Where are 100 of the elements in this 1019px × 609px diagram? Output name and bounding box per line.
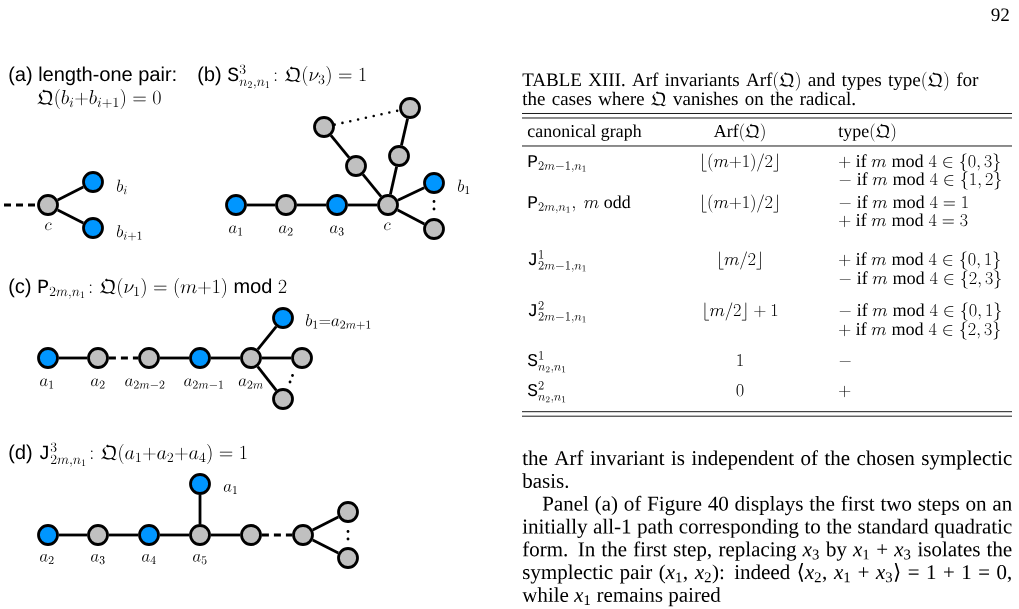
graph-vertex [326, 194, 348, 216]
table-cell: $+\text{ if }m\bmod 4\in\{2,3\}$ [839, 321, 1000, 340]
graph-edge [329, 134, 351, 159]
table-cell: $1$ [737, 354, 743, 366]
graph-edge [58, 533, 88, 537]
graph-edge [296, 203, 327, 207]
body-paragraph: Panel (a) of Figure 40 displays the first two steps on an initially all-1 path corresponding to the standard quadratic form. In the first step, replacing x$_{3}$ by x$_{1}$ + x$_{3}$ isolates the symplectic pair (x$_{1}$, x$_{2}$): indeed ⟨x$_{2}$, x$_{1}$ + x$_{3}$⟩ = 1 + 1 = 0, while x$_{1}$ remains paired [522, 495, 1012, 607]
vertex-label: $a_3$ [330, 225, 344, 236]
table-cell: $\mathtt{P}_{2m,n_1},\ m\text{ odd}$ [528, 195, 631, 214]
table-cell: $\lfloor (m{+}1)/2\rfloor$ [702, 153, 778, 172]
vertex-label: $a_2$ [91, 378, 105, 389]
graph-vertex [189, 347, 211, 369]
table-cell: $+$ [839, 385, 851, 398]
graph-edge [397, 186, 425, 202]
vertex-label: $b_i$ [117, 179, 127, 195]
vertex-label: $a_{2m-1}$ [184, 378, 223, 389]
graph-edge [261, 356, 292, 360]
panel-heading: $\text{(b) }\mathtt{S}^3_{n_2,n_1}\colon \mathfrak{Q}(\nu_3)=1$ [198, 64, 366, 89]
panel-heading: $\text{(c) }\mathtt{P}_{2m,n_1}\colon \mathfrak{Q}(\nu_1)=(m{+}1)\text{ mod }2$ [9, 278, 287, 299]
graph-vertex [240, 347, 262, 369]
vertex-label: $a_2$ [40, 554, 54, 565]
graph-vertex [240, 524, 262, 546]
graph-vertex [272, 388, 294, 410]
graph-edge [400, 118, 409, 146]
graph-vertex [275, 194, 297, 216]
graph-edge [159, 356, 190, 360]
graph-vertex [87, 347, 109, 369]
graph-edge [246, 203, 276, 207]
graph-vertex [87, 524, 109, 546]
table-cell: $0$ [736, 384, 744, 397]
table-cell: $\mathtt{J}^1_{2m-1,n_1}$ [528, 250, 586, 272]
graph-vertex [225, 194, 247, 216]
graph-edge [256, 325, 278, 351]
graph-vertex [82, 171, 104, 193]
vertex-label: $a_4$ [142, 554, 156, 565]
column-header: canonical graph [527, 124, 642, 141]
table-cell: $\mathtt{P}_{2m-1,n_1}$ [528, 155, 586, 173]
graph-edge [57, 185, 84, 202]
graph-edge [108, 356, 139, 360]
vertex-label: $c$ [384, 222, 391, 231]
body-paragraph: the Arf invariant is independent of the chosen symplectic basis. [522, 450, 1012, 489]
graph-vertex [37, 524, 59, 546]
graph-edge [333, 109, 401, 126]
table-cell: $\mathtt{J}^2_{2m-1,n_1}$ [528, 301, 586, 323]
graph-edge [261, 533, 293, 537]
graph-vertex [399, 97, 421, 119]
graph-vertex [377, 194, 399, 216]
table-cell: $-$ [839, 361, 851, 362]
graph-vertex [37, 347, 59, 369]
graph-vertex [345, 155, 367, 177]
graph-vertex [138, 524, 160, 546]
column-header: $\mathrm{Arf}(\mathfrak{Q})$ [713, 123, 765, 142]
table-cell: $-\text{ if }m\bmod 4=1$ [839, 195, 968, 209]
table-cell: $\lfloor m/2\rfloor$ [719, 251, 761, 270]
graph-vertex [423, 172, 445, 194]
graph-vertex [313, 116, 335, 138]
graph-edge [397, 208, 425, 226]
graph-vertex [388, 145, 410, 167]
vertex-label: $c$ [45, 222, 52, 231]
vertex-label: $a_3$ [91, 554, 105, 565]
graph-edge [347, 203, 378, 207]
graph-vertex [272, 307, 294, 329]
graph-edge [361, 173, 383, 198]
table-cell: $+\text{ if }m\bmod 4=3$ [839, 213, 968, 228]
graph-edge [4, 203, 38, 207]
vertex-label: $b_{i+1}$ [117, 225, 142, 241]
graph-vertex [37, 194, 59, 216]
panel-heading: (a) length-one pair: [9, 66, 176, 86]
table-cell: $\lfloor (m{+}1)/2\rfloor$ [702, 194, 778, 213]
vertex-label: $b_1{=}a_{2m+1}$ [306, 314, 371, 330]
graph-edge [198, 494, 202, 525]
graph-edge [312, 515, 339, 532]
graph-edge [57, 208, 84, 225]
vertex-label: $a_{2m-2}$ [125, 378, 165, 389]
vertex-label: $a_2$ [279, 225, 293, 236]
graph-vertex [291, 347, 313, 369]
table-cell: $\mathtt{S}^2_{n_2,n_1}$ [527, 381, 566, 403]
panel-heading: $\mathfrak{Q}(b_i{+}b_{i+1})=0$ [37, 89, 161, 109]
graph-vertex [337, 501, 359, 523]
graph-vertex [189, 473, 211, 495]
vertex-label: $a_1$ [229, 225, 243, 236]
graph-edge [159, 533, 190, 537]
graph-edge [210, 533, 241, 537]
table-caption: $\text{TABLE XIII. Arf invariants }\mathrm{Arf}(\mathfrak{Q})\text{ and types }\mathrm{type}(\mathfrak{Q})\text{ for}\allowbreak\ \text{the cases where }\mathfrak{Q}\text{ vanishes on the radical.}$ [522, 71, 979, 107]
table-cell: $\mathtt{S}^1_{n_2,n_1}$ [527, 351, 566, 373]
graph-edge [108, 533, 139, 537]
vertex-label: $a_1$ [40, 378, 54, 389]
vertex-label: $b_1$ [458, 179, 470, 195]
column-header: $\mathrm{type}(\mathfrak{Q})$ [838, 123, 896, 142]
graph-edge [256, 365, 278, 392]
table-cell: $+\text{ if }m\bmod 4\in\{0,1\}$ [839, 251, 1000, 270]
graph-edge [312, 538, 339, 555]
graph-vertex [138, 347, 160, 369]
table-cell: $+\text{ if }m\bmod 4\in\{0,3\}$ [839, 153, 1000, 172]
graph-vertex [189, 524, 211, 546]
table-cell: $-\text{ if }m\bmod 4\in\{2,3\}$ [839, 270, 1001, 289]
vertex-label: $a_5$ [193, 554, 207, 565]
graph-vertex [292, 524, 314, 546]
graph-edge [58, 356, 88, 360]
page-number: 92 [991, 8, 1009, 22]
